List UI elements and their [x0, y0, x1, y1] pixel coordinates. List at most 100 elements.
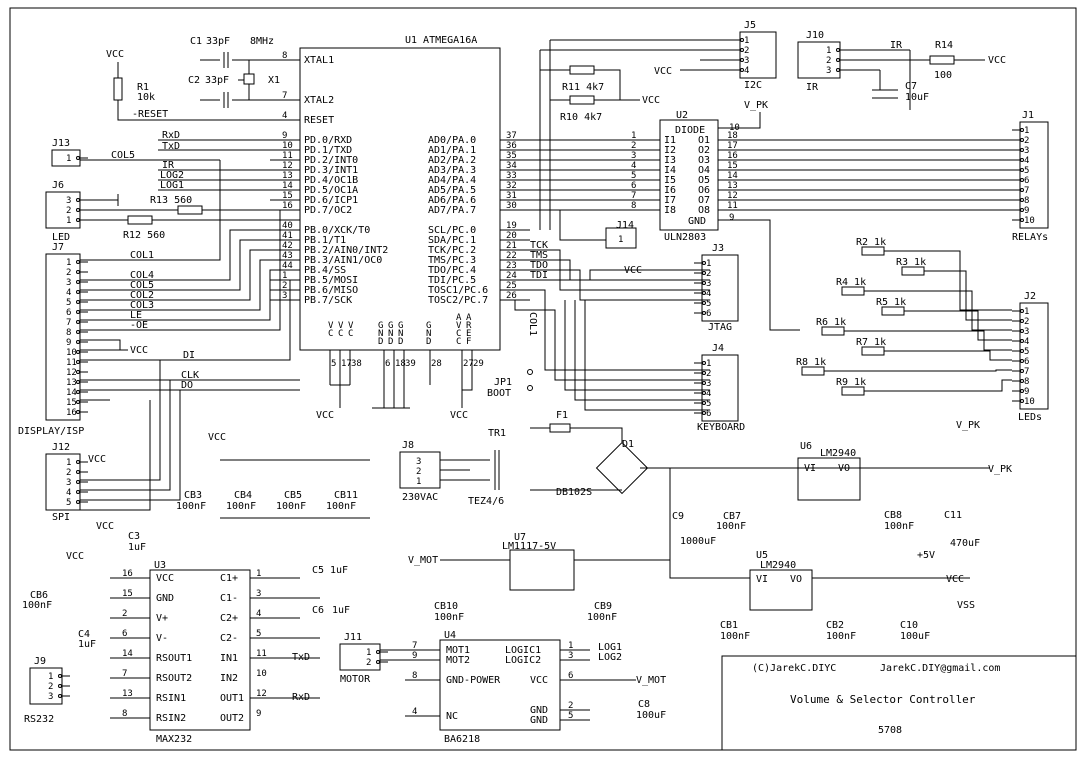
connector-j7-pin: 2	[66, 268, 71, 278]
connector-j1-name: J1	[1022, 110, 1034, 121]
u5-vi: VI	[756, 574, 768, 585]
u1-pin-number: 23	[506, 261, 517, 271]
c3-value: 1uF	[128, 542, 146, 553]
pa-bus: J14	[500, 139, 1020, 331]
u3-pin-name: RSIN2	[156, 713, 186, 724]
connector-j2-pin: 7	[1024, 367, 1029, 377]
j7-net-5: LE	[130, 310, 142, 321]
connector-j6-name: J6	[52, 180, 64, 191]
left-io: COL5 R13 560 R12 560	[80, 150, 300, 241]
u3-pin-number: 9	[256, 709, 261, 719]
u4-pin-number: 4	[412, 707, 417, 717]
connector-j12-desc: SPI	[52, 512, 70, 523]
u1-pin-name: AD2/PA.2	[428, 155, 476, 166]
vpk-out: V_PK	[988, 464, 1012, 475]
u1-pin-name: SDA/PC.1	[428, 235, 476, 246]
u3-pin-name: C2+	[220, 613, 238, 624]
u6-label: U6	[800, 441, 812, 452]
title-copyright: (C)JarekC.DIYC	[752, 663, 836, 674]
tr1-label: TR1	[488, 428, 506, 439]
vss-net: VSS	[957, 600, 975, 611]
vmot-net: V_MOT	[408, 555, 438, 566]
c7-value: 10uF	[905, 92, 929, 103]
u7-body	[509, 549, 575, 591]
sheet-border	[9, 7, 1077, 751]
u1-power-pin: 29	[473, 359, 484, 369]
u1-pin-number: 2	[282, 281, 287, 291]
u4-pin-number: 7	[412, 641, 417, 651]
f1-fuse	[549, 423, 571, 433]
c2-value: 33pF	[205, 75, 229, 86]
j7-net-6: -OE	[130, 320, 148, 331]
connector-j8-pin: 3	[416, 457, 421, 467]
connector-j2-desc: LEDs	[1018, 412, 1042, 423]
connector-j9-desc: RS232	[24, 714, 54, 725]
j8-label: J8	[402, 440, 414, 451]
cb9-value: 100nF	[587, 612, 617, 623]
u1-title: U1 ATMEGA16A	[405, 35, 477, 46]
decoupling: VCC CB3 100nF CB4 100nF CB5 100nF CB11 1…	[176, 432, 370, 519]
u1-pin-name: AD3/PA.3	[428, 165, 476, 176]
connector-j7-pin: 5	[66, 298, 71, 308]
r3-resistor	[901, 266, 925, 276]
u1-pin-name: PB.6/MISO	[304, 285, 358, 296]
connector-j7-pin: 4	[66, 288, 71, 298]
r4-label: R4 1k	[836, 277, 866, 288]
u1-pin-name: PD.5/OC1A	[304, 185, 358, 196]
vcc-r1: VCC	[106, 49, 124, 60]
connector-j14-body	[605, 227, 637, 249]
u1-pin-number: 42	[282, 241, 293, 251]
pd-nets: RxD TxD IR LOG2 LOG1	[158, 130, 300, 191]
connector-j3-body	[701, 254, 739, 322]
u1-power-pin: 27	[463, 359, 474, 369]
x1-crystal	[243, 73, 255, 85]
u1-pin-number: 19	[506, 221, 517, 231]
u1-power-pin: 18	[395, 359, 406, 369]
r7-label: R7 1k	[856, 337, 886, 348]
connector-j11-body	[339, 643, 381, 671]
vcc-u3: VCC	[96, 521, 114, 532]
vcc-u3b: VCC	[66, 551, 84, 562]
connector-j2-pin: 3	[1024, 327, 1029, 337]
jp1-boot: BOOT	[487, 388, 511, 399]
u3-pin-name: IN2	[220, 673, 238, 684]
u5-body	[749, 569, 813, 611]
u2-output-number: 17	[727, 141, 738, 151]
cb10-value: 100nF	[434, 612, 464, 623]
u2-output-label: O4	[698, 165, 710, 176]
title-text: Volume & Selector Controller	[790, 693, 976, 706]
u2-output-number: 12	[727, 191, 738, 201]
u1-pin-name: TDI/PC.5	[428, 275, 476, 286]
r3-label: R3 1k	[896, 257, 926, 268]
u2-pin-9: 9	[729, 213, 734, 223]
u1-power-label: G	[388, 321, 393, 331]
u3-pin-number: 2	[122, 609, 127, 619]
u3-pin-number: 4	[256, 609, 261, 619]
cb3-value: 100nF	[176, 501, 206, 512]
u2-output-number: 14	[727, 171, 738, 181]
u1-pin-number: 7	[282, 91, 287, 101]
r11-label: R11 4k7	[562, 82, 604, 93]
u1-pin-number: 34	[506, 161, 517, 171]
connector-j10-body	[797, 41, 841, 79]
u3-pin-name: OUT2	[220, 713, 244, 724]
connector-j1-pin: 4	[1024, 156, 1029, 166]
u2-output-number: 11	[727, 201, 738, 211]
u1-power-label: D	[388, 337, 393, 347]
vcc-dec: VCC	[208, 432, 226, 443]
u4-log1: LOG1	[598, 642, 622, 653]
r14-value: 100	[934, 70, 952, 81]
u3-part: MAX232	[156, 734, 192, 745]
u1-power-label: V	[348, 321, 354, 331]
c7-label: C7	[905, 81, 917, 92]
connector-j7-body	[45, 253, 81, 421]
j7-net-2: COL5	[130, 280, 154, 291]
u2-output-label: O8	[698, 205, 710, 216]
vcc-j12: VCC	[88, 454, 106, 465]
u3-pin-name: RSOUT1	[156, 653, 192, 664]
